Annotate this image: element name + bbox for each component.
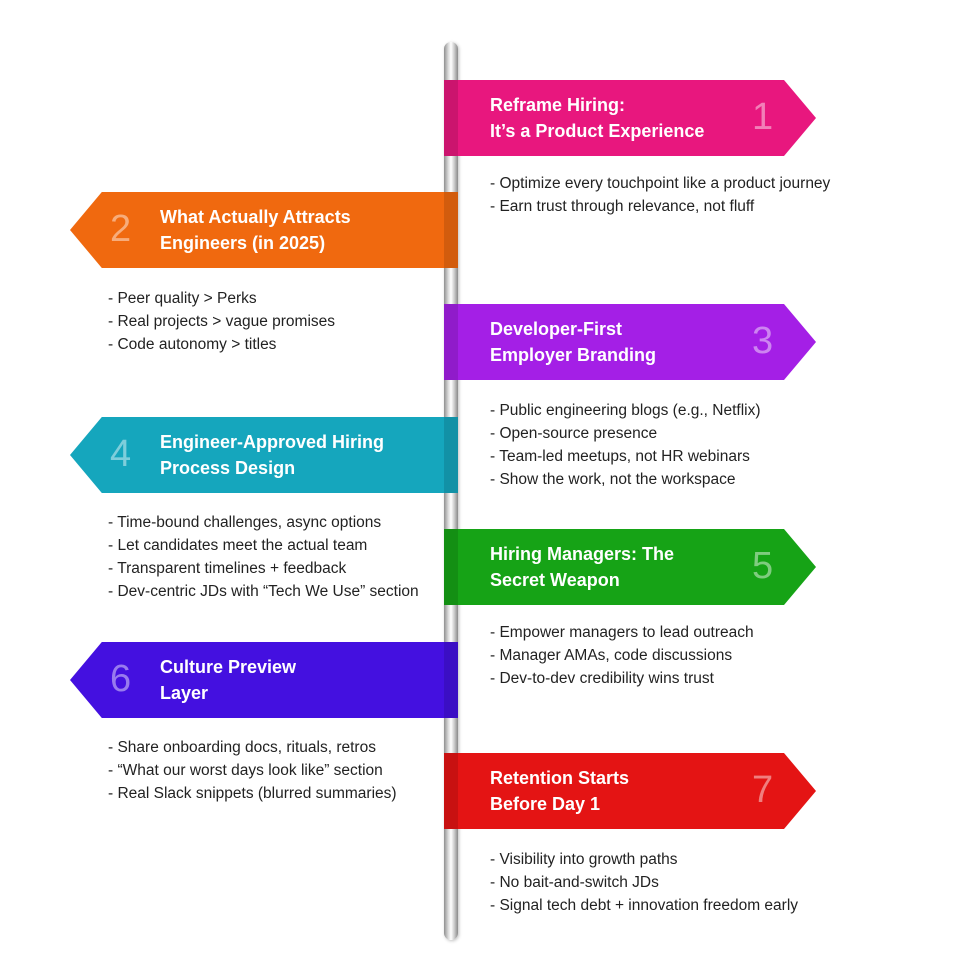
step-4-title: Engineer-Approved Hiring Process Design [160,432,385,478]
step-3-bullet: Team-led meetups, not HR webinars [490,445,761,468]
step-2-bullet: Real projects > vague promises [108,310,335,333]
step-1-arrow: Reframe Hiring: It’s a Product Experienc… [444,80,816,156]
step-6-bullet: Real Slack snippets (blurred summaries) [108,782,396,805]
step-1-bullet: Earn trust through relevance, not fluff [490,195,830,218]
step-7-bullet: Visibility into growth paths [490,848,798,871]
step-3-bullet: Open-source presence [490,422,761,445]
step-5-title: Hiring Managers: The Secret Weapon [490,544,675,590]
step-7-bullets: Visibility into growth paths No bait-and… [490,848,798,917]
step-6-bullets: Share onboarding docs, rituals, retros “… [108,736,397,805]
step-7-bullet: No bait-and-switch JDs [490,871,798,894]
step-2-title: What Actually Attracts Engineers (in 202… [160,207,351,253]
step-3-bullet: Show the work, not the workspace [490,468,761,491]
step-6-bullet: “What our worst days look like” section [108,759,397,782]
step-7-title: Retention Starts Before Day 1 [490,768,630,814]
step-6-arrow: Culture Preview Layer 6 [70,642,458,718]
step-6-bullet: Share onboarding docs, rituals, retros [108,736,397,759]
step-7-arrow: Retention Starts Before Day 1 7 [444,753,816,829]
step-4-bullet: Time-bound challenges, async options [108,511,419,534]
step-1-bullets: Optimize every touchpoint like a product… [490,172,830,218]
step-3-bullets: Public engineering blogs (e.g., Netflix)… [490,399,761,491]
step-4-bullet: Transparent timelines + feedback [108,557,419,580]
step-3-title: Developer-First Employer Branding [490,319,657,365]
step-2-arrow: What Actually Attracts Engineers (in 202… [70,192,458,268]
step-3-arrow: Developer-First Employer Branding 3 [444,304,816,380]
step-1-title: Reframe Hiring: It’s a Product Experienc… [490,95,705,141]
step-2-number: 2 [110,208,132,250]
step-2-bullets: Peer quality > Perks Real projects > vag… [108,287,335,356]
step-5-arrow: Hiring Managers: The Secret Weapon 5 [444,529,816,605]
step-1-bullet: Optimize every touchpoint like a product… [490,172,830,195]
step-3-number: 3 [752,320,774,362]
step-5-bullet: Empower managers to lead outreach [490,621,753,644]
step-4-bullets: Time-bound challenges, async options Let… [108,511,419,603]
step-7-bullet: Signal tech debt + innovation freedom ea… [490,894,798,917]
step-6-number: 6 [110,658,132,700]
step-3-bullet: Public engineering blogs (e.g., Netflix) [490,399,760,422]
step-5-bullet: Manager AMAs, code discussions [490,644,754,667]
step-4-number: 4 [110,433,132,475]
step-4-arrow: Engineer-Approved Hiring Process Design … [70,417,458,493]
step-5-number: 5 [752,545,774,587]
step-2-bullet: Peer quality > Perks [108,287,335,310]
step-2-bullet: Code autonomy > titles [108,333,335,356]
step-1-number: 1 [752,96,774,138]
step-5-bullets: Empower managers to lead outreach Manage… [490,621,754,690]
step-7-number: 7 [752,769,774,811]
step-6-title: Culture Preview Layer [160,657,297,703]
step-4-bullet: Dev-centric JDs with “Tech We Use” secti… [108,580,418,603]
step-5-bullet: Dev-to-dev credibility wins trust [490,667,754,690]
step-4-bullet: Let candidates meet the actual team [108,534,419,557]
